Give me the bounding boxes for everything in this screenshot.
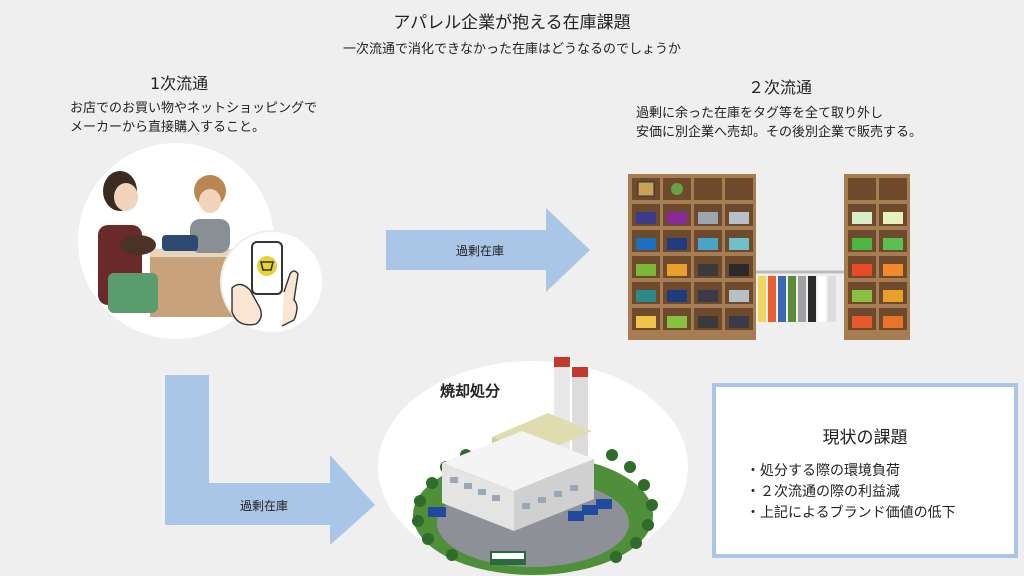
page-subtitle: 一次流通で消化できなかった在庫はどうなるのでしょうか: [342, 42, 681, 57]
down-arrow-label: 過剰在庫: [240, 499, 289, 513]
primary-line: お店でのお買い物やネットショッピングで: [70, 101, 318, 116]
secondary-line: 過剰に余った在庫をタグ等を全て取り外し: [636, 106, 884, 121]
incineration-label: 焼却処分: [440, 382, 501, 400]
issue-item: ・２次流通の際の利益減: [746, 484, 900, 500]
issue-item: ・上記によるブランド価値の低下: [746, 505, 956, 521]
incineration-plant-icon: [378, 357, 688, 575]
issues-list: ・処分する際の環境負荷 ・２次流通の際の利益減 ・上記によるブランド価値の低下: [746, 461, 956, 524]
shelf-illustration: [622, 172, 912, 342]
primary-heading: 1次流通: [150, 74, 209, 93]
clothing-shelf-icon: [628, 174, 910, 340]
primary-line: メーカーから直接購入すること。: [70, 120, 266, 135]
excess-inventory-right-arrow: [386, 208, 590, 292]
issue-item: ・処分する際の環境負荷: [746, 463, 900, 479]
primary-description: お店でのお買い物やネットショッピングで メーカーから直接購入すること。: [70, 99, 317, 137]
issues-box: 現状の課題 ・処分する際の環境負荷 ・２次流通の際の利益減 ・上記によるブランド…: [712, 383, 1018, 558]
secondary-line: 安価に別企業へ売却。その後別企業で販売する。: [636, 125, 923, 140]
page-title: アパレル企業が抱える在庫課題: [393, 13, 631, 33]
excess-inventory-down-arrow: [165, 375, 375, 545]
right-arrow-label: 過剰在庫: [456, 244, 505, 258]
issues-title: 現状の課題: [822, 428, 908, 448]
secondary-description: 過剰に余った在庫をタグ等を全て取り外し 安価に別企業へ売却。その後別企業で販売す…: [636, 104, 922, 142]
secondary-heading: ２次流通: [748, 78, 813, 97]
incineration-illustration: [372, 355, 694, 576]
phone-illustration: [222, 232, 322, 332]
smartphone-icon: [231, 241, 299, 327]
